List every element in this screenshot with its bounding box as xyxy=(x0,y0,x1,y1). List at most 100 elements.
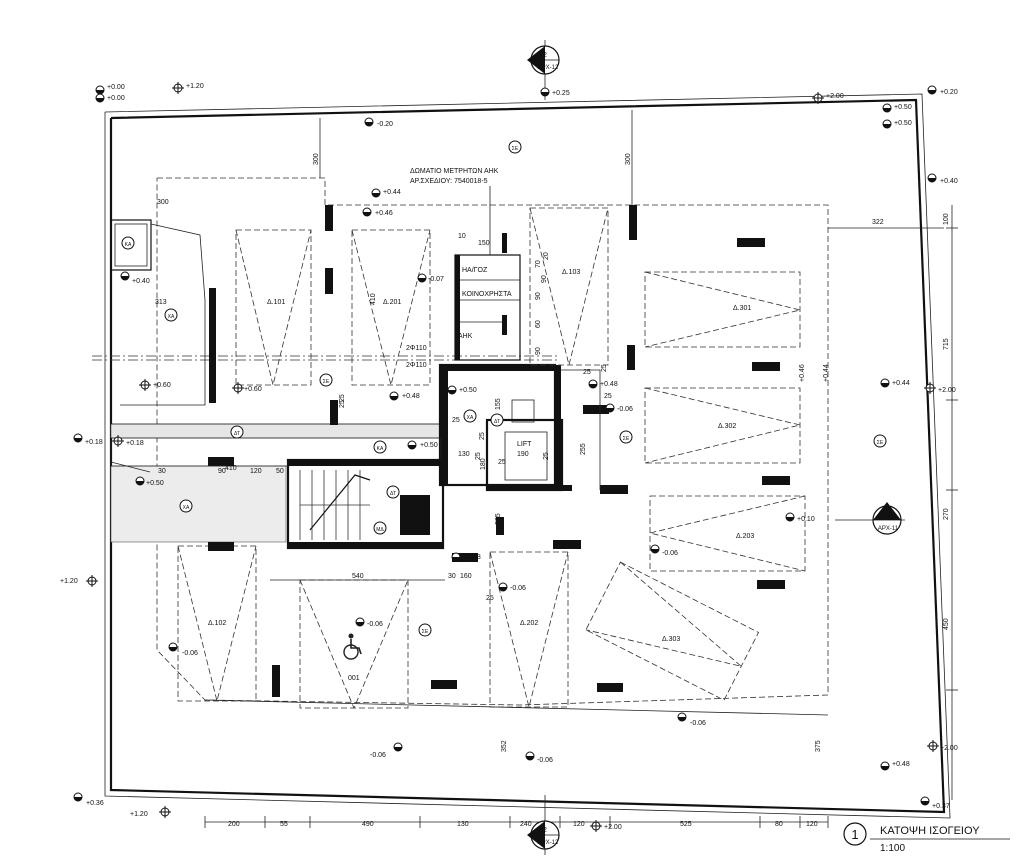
svg-text:ΣΕ: ΣΕ xyxy=(422,629,429,635)
svg-text:120: 120 xyxy=(573,821,585,828)
svg-text:25: 25 xyxy=(479,432,486,440)
svg-text:30: 30 xyxy=(448,573,456,580)
level-text: +2.00 xyxy=(938,387,956,394)
svg-text:25: 25 xyxy=(486,595,494,602)
svg-text:ΧΑ: ΧΑ xyxy=(183,505,190,511)
svg-text:240: 240 xyxy=(520,821,532,828)
bay-d203: Δ.203 xyxy=(736,533,754,540)
svg-text:ΔΤ: ΔΤ xyxy=(494,419,500,425)
title-name: ΚΑΤΟΨΗ ΙΣΟΓΕΙΟΥ xyxy=(880,825,980,837)
level-text: +0.48 xyxy=(600,381,618,388)
svg-text:120: 120 xyxy=(806,821,818,828)
svg-text:255: 255 xyxy=(580,443,587,455)
level-text: +0.50 xyxy=(894,120,912,127)
svg-text:25: 25 xyxy=(452,417,460,424)
level-text: +0.48 xyxy=(892,761,910,768)
svg-text:375: 375 xyxy=(815,740,822,752)
svg-text:540: 540 xyxy=(352,573,364,580)
level-text: +2.00 xyxy=(604,824,622,831)
level-text: +0.40 xyxy=(940,178,958,185)
svg-text:450: 450 xyxy=(943,618,950,630)
svg-text:25: 25 xyxy=(339,400,346,408)
svg-text:ΚΑ: ΚΑ xyxy=(377,446,384,452)
svg-text:150: 150 xyxy=(478,240,490,247)
section-mark-bottom: 2 ΑΡΧ-12 xyxy=(527,795,560,855)
level-text: +0.46 xyxy=(375,210,393,217)
level-text: +2.00 xyxy=(940,745,958,752)
dimension-labels: 200 55 490 130 240 120 525 80 120 100 71… xyxy=(155,153,950,828)
svg-text:410: 410 xyxy=(370,293,377,305)
level-text: +1.20 xyxy=(60,578,78,585)
title-block: 1 ΚΑΤΟΨΗ ΙΣΟΓΕΙΟΥ 1:100 xyxy=(843,822,1010,854)
svg-text:25: 25 xyxy=(339,394,346,402)
level-text: -0.06 xyxy=(617,406,633,413)
section-mark-bottom-sheet: ΑΡΧ-12 xyxy=(538,840,559,846)
svg-text:90: 90 xyxy=(535,347,542,355)
parking-bays xyxy=(177,207,806,710)
level-text: -0.06 xyxy=(537,757,553,764)
svg-text:205: 205 xyxy=(495,513,502,525)
svg-text:ΔΤ: ΔΤ xyxy=(234,431,240,437)
bay-d301: Δ.301 xyxy=(733,305,751,312)
zone-markers: ΣΕ ΣΕ ΣΕ ΣΕ ΣΕ ΧΑ ΧΑ ΧΑ ΚΑ ΚΑ ΔΤ ΔΤ ΔΤ Μ… xyxy=(121,140,887,637)
title-number: 1 xyxy=(851,827,858,842)
svg-text:80: 80 xyxy=(775,821,783,828)
columns xyxy=(208,205,790,697)
svg-text:300: 300 xyxy=(625,153,632,165)
svg-text:70: 70 xyxy=(535,260,542,268)
svg-text:ΧΑ: ΧΑ xyxy=(467,415,474,421)
bay-d202: Δ.202 xyxy=(520,620,538,627)
svg-text:352: 352 xyxy=(501,740,508,752)
level-text: +0.44 xyxy=(383,189,401,196)
level-text: +0.60 xyxy=(244,386,262,393)
meter-room-drawing-no: ΑΡ.ΣΧΕΔΙΟΥ: 7540018-5 xyxy=(410,178,488,185)
svg-text:25: 25 xyxy=(601,364,608,372)
building-outline xyxy=(156,177,829,706)
level-text: -0.06 xyxy=(370,752,386,759)
svg-text:2Φ110: 2Φ110 xyxy=(406,362,427,369)
svg-text:25: 25 xyxy=(498,459,506,466)
level-text: +0.10 xyxy=(797,516,815,523)
svg-text:10: 10 xyxy=(458,233,466,240)
level-text: +0.25 xyxy=(552,90,570,97)
svg-text:130: 130 xyxy=(457,821,469,828)
svg-text:ΚΑ: ΚΑ xyxy=(125,242,132,248)
svg-text:90: 90 xyxy=(541,275,548,283)
level-text: +2.00 xyxy=(826,93,844,100)
svg-text:322: 322 xyxy=(872,219,884,226)
svg-text:120: 120 xyxy=(250,468,262,475)
level-markers: +0.00 +0.00 +1.20 +0.25 +2.00 +0.50 +0.2… xyxy=(60,82,958,832)
bay-d303: Δ.303 xyxy=(662,636,680,643)
svg-text:2Φ110: 2Φ110 xyxy=(406,345,427,352)
svg-text:25: 25 xyxy=(475,452,482,460)
level-text: +0.48 xyxy=(402,393,420,400)
level-text: +1.20 xyxy=(186,83,204,90)
svg-text:ΣΕ: ΣΕ xyxy=(877,440,884,446)
svg-text:180: 180 xyxy=(480,458,487,470)
level-text: -0.06 xyxy=(662,550,678,557)
level-text: +0.40 xyxy=(132,278,150,285)
level-text: +0.46 xyxy=(799,364,806,382)
level-text: +1.20 xyxy=(130,811,148,818)
level-text: -0.06 xyxy=(690,720,706,727)
forecourt-area xyxy=(110,465,287,543)
svg-text:ΔΤ: ΔΤ xyxy=(390,491,396,497)
level-text: -0.06 xyxy=(510,585,526,592)
svg-text:100: 100 xyxy=(943,213,950,225)
level-text: +0.50 xyxy=(420,442,438,449)
svg-text:30: 30 xyxy=(158,468,166,475)
room-lift: LIFT xyxy=(517,441,532,448)
svg-text:130: 130 xyxy=(458,451,470,458)
svg-text:ΧΑ: ΧΑ xyxy=(168,314,175,320)
level-text: -0.07 xyxy=(428,276,444,283)
bay-d302: Δ.302 xyxy=(718,423,736,430)
svg-text:20: 20 xyxy=(543,252,550,260)
svg-text:410: 410 xyxy=(225,465,237,472)
level-text: +0.36 xyxy=(86,800,104,807)
title-scale: 1:100 xyxy=(880,843,905,854)
level-text: +0.00 xyxy=(107,84,125,91)
level-text: +0.37 xyxy=(932,803,950,810)
section-mark-right-number: 1 xyxy=(885,512,889,519)
svg-text:90: 90 xyxy=(535,292,542,300)
